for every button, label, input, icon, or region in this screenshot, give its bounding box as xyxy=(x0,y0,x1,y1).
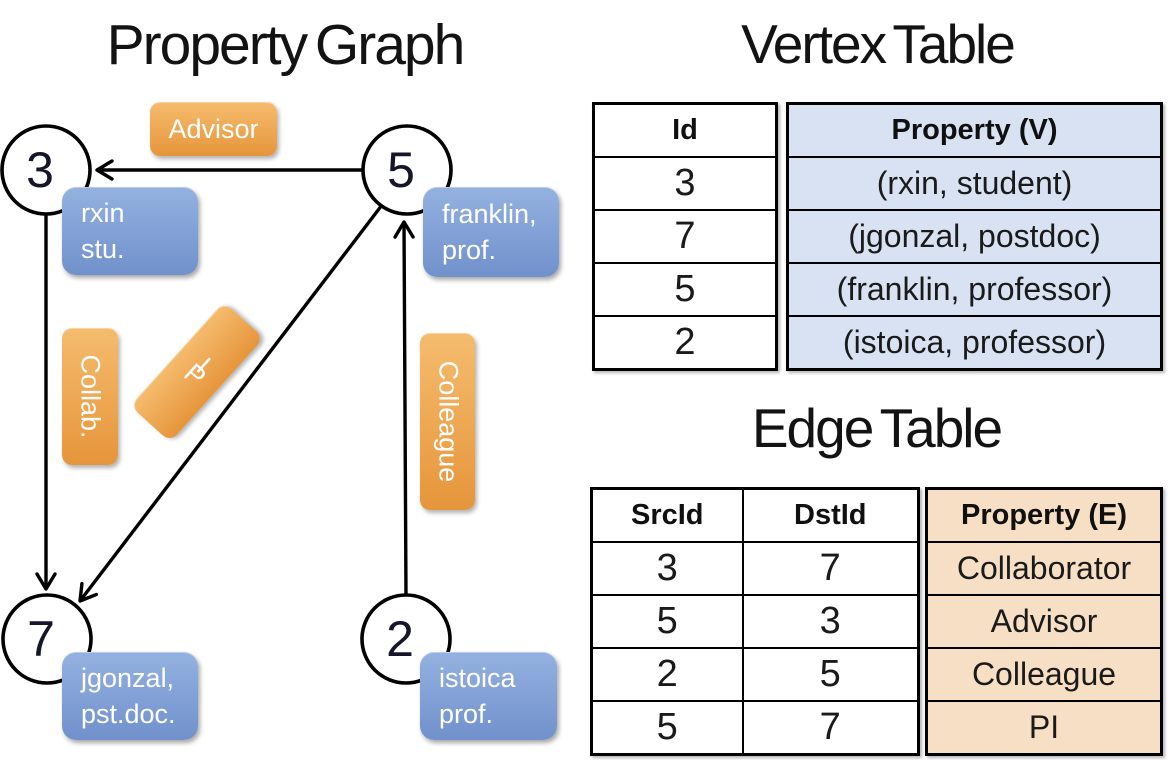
vertex-box-line: prof. xyxy=(442,235,497,265)
edge-dst-cell: 7 xyxy=(741,541,920,596)
edge-property-cell: Colleague xyxy=(925,647,1163,702)
vertex-box-line: jgonzal, xyxy=(81,663,175,693)
edge-label-text: Collab. xyxy=(75,354,106,439)
vertex-box-franklin: franklin, prof. xyxy=(423,187,559,277)
table-row: (rxin, student) xyxy=(786,156,1163,211)
edge-label-collab: Collab. xyxy=(62,328,118,465)
vertex-id-cell: 2 xyxy=(592,315,778,371)
vertex-property-header: Property (V) xyxy=(786,102,1163,158)
table-row: Colleague xyxy=(925,647,1163,702)
table-row: 2 xyxy=(592,315,778,371)
vertex-property-cell: (jgonzal, postdoc) xyxy=(786,209,1163,264)
edge-src-cell: 3 xyxy=(590,541,744,596)
vertex-id-table: Id 3 7 5 2 xyxy=(592,102,778,371)
vertex-id-header: Id xyxy=(592,102,778,158)
vertex-property-table: Property (V) (rxin, student) (jgonzal, p… xyxy=(786,102,1163,371)
edge-property-cell: PI xyxy=(925,700,1163,756)
vertex-box-line: franklin, xyxy=(442,199,537,229)
edge-dst-cell: 5 xyxy=(741,647,920,702)
node-id-5: 5 xyxy=(387,142,415,198)
edge-src-cell: 2 xyxy=(590,647,744,702)
table-row: 5 3 xyxy=(590,594,920,649)
table-row: (jgonzal, postdoc) xyxy=(786,209,1163,264)
vertex-property-cell: (istoica, professor) xyxy=(786,315,1163,371)
edge-src-cell: 5 xyxy=(590,700,744,756)
vertex-box-line: prof. xyxy=(439,699,494,729)
table-row: 3 7 xyxy=(590,541,920,596)
vertex-id-cell: 5 xyxy=(592,262,778,317)
edge-label-advisor: Advisor xyxy=(150,102,277,156)
table-row: 5 xyxy=(592,262,778,317)
table-row: 3 xyxy=(592,156,778,211)
edge-dst-header: DstId xyxy=(741,487,920,543)
node-id-7: 7 xyxy=(27,611,55,667)
edge-property-cell: Advisor xyxy=(925,594,1163,649)
table-row: Advisor xyxy=(925,594,1163,649)
edge-label-text: Advisor xyxy=(168,113,259,144)
edge-property-table: Property (E) Collaborator Advisor Collea… xyxy=(925,487,1163,756)
edge-src-dst-table: SrcId DstId 3 7 5 3 2 5 5 7 xyxy=(590,487,920,756)
edge-label-text: PI xyxy=(178,351,217,392)
node-id-2: 2 xyxy=(386,611,414,667)
table-row: Collaborator xyxy=(925,541,1163,596)
edge-src-cell: 5 xyxy=(590,594,744,649)
vertex-box-line: rxin xyxy=(81,198,125,228)
edge-pi-line xyxy=(78,203,384,603)
vertex-box-rxin: rxin stu. xyxy=(62,187,198,275)
table-row: (istoica, professor) xyxy=(786,315,1163,371)
edge-label-text: Colleague xyxy=(433,360,463,483)
edge-table-title: Edge Table xyxy=(751,397,1003,459)
edge-label-colleague: Colleague xyxy=(420,333,475,510)
edge-property-cell: Collaborator xyxy=(925,541,1163,596)
table-row: 2 5 xyxy=(590,647,920,702)
table-row: (franklin, professor) xyxy=(786,262,1163,317)
vertex-property-cell: (franklin, professor) xyxy=(786,262,1163,317)
node-id-3: 3 xyxy=(26,142,54,198)
edge-property-header: Property (E) xyxy=(925,487,1163,543)
edge-colleague-line xyxy=(393,220,415,597)
edge-src-header: SrcId xyxy=(590,487,744,543)
vertex-table-title: Vertex Table xyxy=(741,13,1016,75)
edge-dst-cell: 7 xyxy=(741,700,920,756)
property-graph-title: Property Graph xyxy=(106,13,466,77)
table-row: 7 xyxy=(592,209,778,264)
vertex-property-cell: (rxin, student) xyxy=(786,156,1163,211)
vertex-id-cell: 3 xyxy=(592,156,778,211)
vertex-box-jgonzal: jgonzal, pst.doc. xyxy=(62,652,198,740)
table-row: 5 7 xyxy=(590,700,920,756)
edge-dst-cell: 3 xyxy=(741,594,920,649)
table-row: PI xyxy=(925,700,1163,756)
vertex-box-line: pst.doc. xyxy=(81,699,176,729)
vertex-box-line: stu. xyxy=(81,234,125,264)
vertex-box-istoica: istoica prof. xyxy=(420,652,557,740)
vertex-box-line: istoica xyxy=(439,663,516,693)
vertex-id-cell: 7 xyxy=(592,209,778,264)
